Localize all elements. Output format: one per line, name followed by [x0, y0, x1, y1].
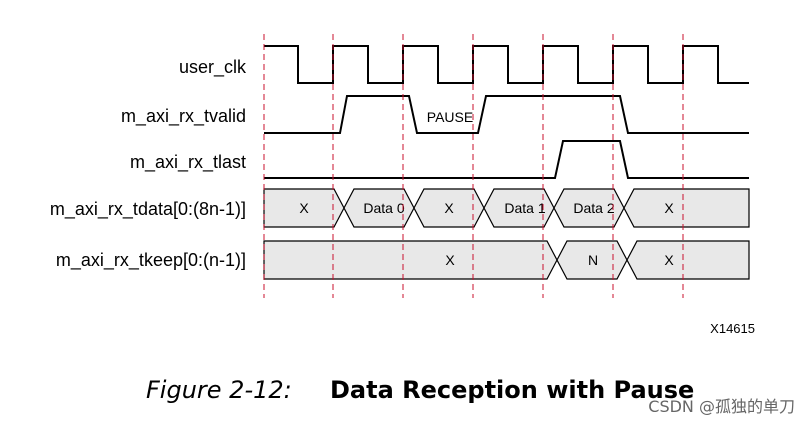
tdata-value: X [299, 200, 309, 216]
tdata-value: X [444, 200, 454, 216]
label-tdata: m_axi_rx_tdata[0:(8n-1)] [50, 199, 246, 220]
tdata-value: Data 2 [573, 200, 614, 216]
clock-edge-guides [263, 34, 684, 298]
tdata-bus: X Data 0 X Data 1 Data 2 X [263, 188, 750, 228]
tdata-segment [263, 188, 345, 228]
tvalid-waveform [264, 95, 749, 134]
caption-title: Data Reception with Pause [330, 376, 694, 404]
label-tlast: m_axi_rx_tlast [130, 152, 246, 173]
figure-id: X14615 [710, 321, 755, 336]
label-user-clk: user_clk [179, 57, 247, 78]
tdata-value: Data 0 [363, 200, 404, 216]
tlast-waveform [264, 140, 749, 179]
label-tkeep: m_axi_rx_tkeep[0:(n-1)] [56, 250, 246, 271]
tkeep-segment [626, 240, 750, 280]
caption-prefix: Figure 2-12: [146, 376, 292, 404]
tkeep-bus: X N X [263, 240, 750, 280]
user-clk-waveform [264, 45, 749, 84]
tkeep-value: X [664, 252, 674, 268]
tdata-value: Data 1 [504, 200, 545, 216]
tkeep-value: N [588, 252, 598, 268]
pause-annotation: PAUSE [427, 109, 473, 125]
label-tvalid: m_axi_rx_tvalid [121, 106, 246, 127]
tkeep-segment [263, 240, 558, 280]
watermark: CSDN @孤独的单刀 [648, 397, 795, 416]
tkeep-value: X [445, 252, 455, 268]
tdata-segment [623, 188, 750, 228]
tdata-value: X [664, 200, 674, 216]
